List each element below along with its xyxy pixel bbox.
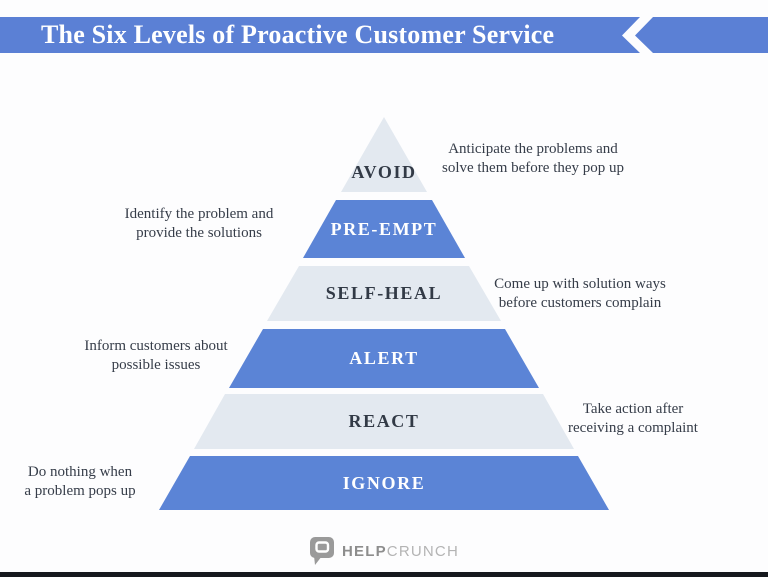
helpcrunch-logo: HELPCRUNCH	[0, 536, 768, 566]
level-description-react: Take action after receiving a complaint	[568, 401, 698, 436]
level-label-react: REACT	[348, 411, 420, 431]
level-description-alert: Inform customers about possible issues	[84, 338, 228, 373]
brand-name-help: HELP	[341, 542, 387, 560]
level-description-avoid: Anticipate the problems and solve them b…	[441, 141, 625, 176]
level-label-avoid: AVOID	[351, 162, 417, 182]
level-description-ignore: Do nothing when a problem pops up	[24, 464, 136, 499]
level-label-ignore: IGNORE	[342, 472, 426, 493]
brand-name-crunch: CRUNCH	[386, 542, 459, 560]
pyramid-level-alert: ALERT	[229, 329, 539, 388]
page-title: The Six Levels of Proactive Customer Ser…	[41, 20, 555, 49]
pyramid: AVOID PRE-EMPT SELF-HEAL ALERT REACT IGN…	[159, 117, 609, 510]
pyramid-level-react: REACT	[194, 394, 574, 449]
level-description-pre-empt: Identify the problem and provide the sol…	[124, 206, 274, 241]
banner-chevron-icon	[622, 17, 653, 53]
pyramid-level-self-heal: SELF-HEAL	[267, 266, 501, 321]
footer-bar	[0, 572, 768, 577]
speech-bubble-icon	[309, 537, 334, 565]
level-label-self-heal: SELF-HEAL	[325, 283, 443, 303]
pyramid-level-ignore: IGNORE	[159, 456, 609, 510]
title-banner: The Six Levels of Proactive Customer Ser…	[0, 17, 768, 53]
level-label-alert: ALERT	[349, 348, 419, 368]
level-description-self-heal: Come up with solution ways before custom…	[494, 276, 666, 311]
level-label-pre-empt: PRE-EMPT	[330, 218, 438, 239]
brand-name: HELPCRUNCH	[342, 544, 459, 559]
